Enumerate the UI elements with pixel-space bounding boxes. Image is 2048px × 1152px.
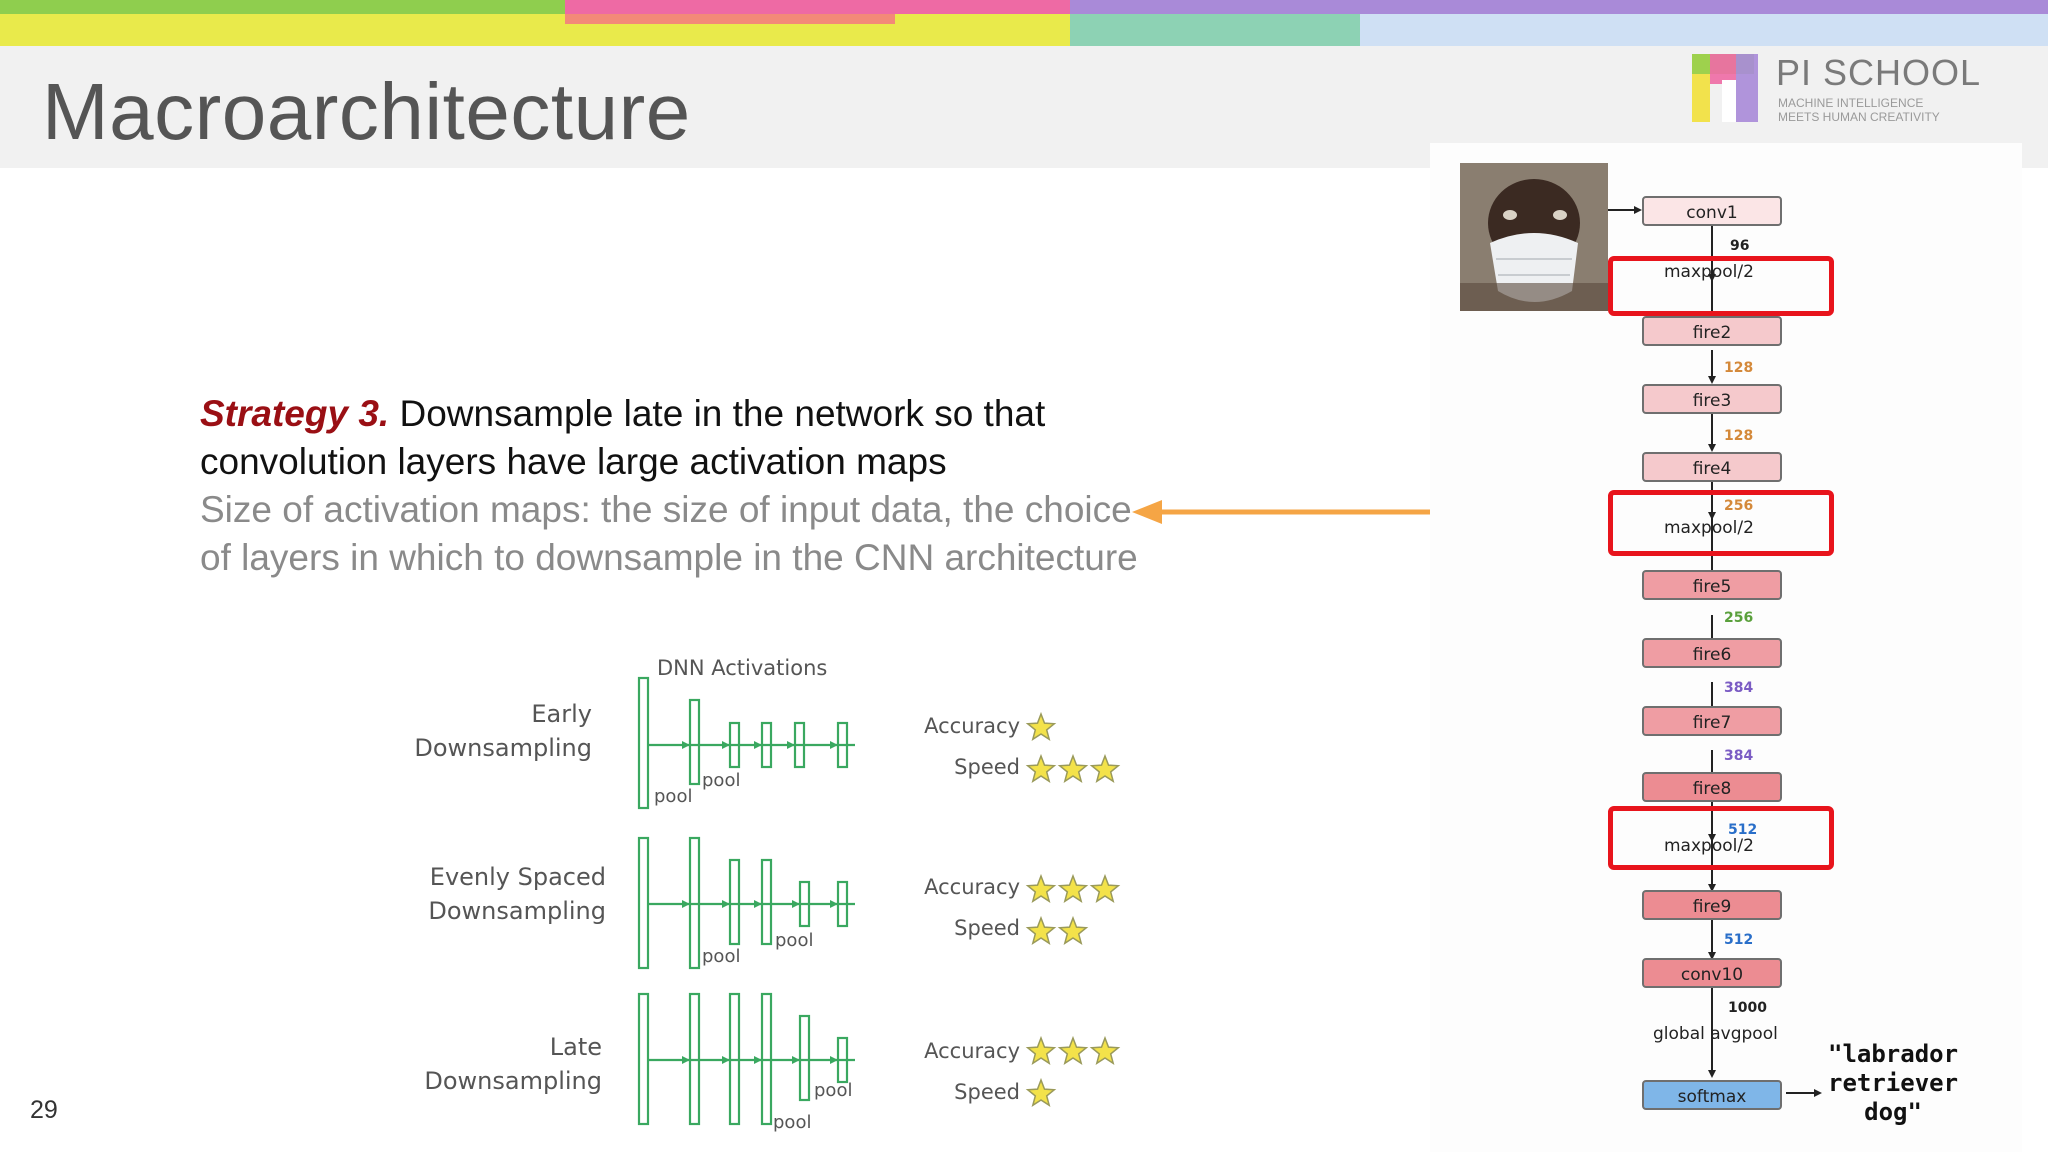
row-even-label-1: Evenly Spaced <box>429 863 606 891</box>
channel-count: 384 <box>1724 748 1754 764</box>
speed-star-icon <box>1025 915 1057 945</box>
row-early-label-1: Early <box>531 700 592 728</box>
node-fire7: fire7 <box>1642 706 1782 736</box>
slide-title: Macroarchitecture <box>42 67 691 156</box>
page-number: 29 <box>30 1096 58 1124</box>
accuracy-star-icon <box>1057 873 1089 903</box>
result-line-1: "labrador <box>1828 1040 1959 1068</box>
maxpool-highlight-3 <box>1608 806 1834 870</box>
activation-block <box>688 698 701 786</box>
result-line-3: dog" <box>1864 1098 1922 1126</box>
maxpool-label: maxpool/2 <box>1664 262 1754 282</box>
activation-block <box>637 836 650 970</box>
global-avgpool-label: global avgpool <box>1653 1024 1778 1044</box>
logo-tagline-1: MACHINE INTELLIGENCE <box>1778 96 1924 110</box>
accuracy-star-icon <box>1025 873 1057 903</box>
accuracy-label: Accuracy <box>924 714 1020 738</box>
activation-block <box>760 858 773 946</box>
result-line-2: retriever <box>1828 1069 1959 1097</box>
speed-label: Speed <box>954 916 1020 940</box>
accuracy-label: Accuracy <box>924 1039 1020 1063</box>
node-fire6: fire6 <box>1642 638 1782 668</box>
speed-label: Speed <box>954 755 1020 779</box>
strategy-description: Downsample late in the network so that c… <box>200 393 1046 482</box>
channel-count: 1000 <box>1728 1000 1767 1016</box>
node-fire5: fire5 <box>1642 570 1782 600</box>
channel-count: 512 <box>1728 822 1758 838</box>
node-fire4: fire4 <box>1642 452 1782 482</box>
accuracy-star-icon <box>1089 873 1121 903</box>
activation-block <box>637 992 650 1126</box>
accuracy-label: Accuracy <box>924 875 1020 899</box>
row-even-label: Evenly Spaced Downsampling <box>360 860 606 928</box>
strategy-text-block: Strategy 3. Downsample late in the netwo… <box>200 390 1160 582</box>
accuracy-star-icon <box>1025 1035 1057 1065</box>
channel-count: 128 <box>1724 428 1754 444</box>
classification-result: "labrador retriever dog" <box>1828 1040 1958 1127</box>
maxpool-label: maxpool/2 <box>1664 836 1754 856</box>
pool-label: pool <box>773 1112 812 1133</box>
channel-count: 96 <box>1730 238 1750 254</box>
pi-school-logo-icon <box>1692 54 1758 122</box>
row-early-label-2: Downsampling <box>414 734 592 762</box>
node-conv1: conv1 <box>1642 196 1782 226</box>
pi-school-logo: PI SCHOOL MACHINE INTELLIGENCE MEETS HUM… <box>1688 50 2028 130</box>
activation-block <box>728 858 741 946</box>
accuracy-star-icon <box>1025 711 1057 741</box>
pool-label: pool <box>814 1080 853 1101</box>
node-conv10: conv10 <box>1642 958 1782 988</box>
node-fire2: fire2 <box>1642 316 1782 346</box>
channel-count: 128 <box>1724 360 1754 376</box>
pool-label: pool <box>654 786 693 807</box>
node-fire9: fire9 <box>1642 890 1782 920</box>
star-ratings <box>1025 711 1121 1107</box>
logo-tagline: MACHINE INTELLIGENCE MEETS HUMAN CREATIV… <box>1778 96 1940 124</box>
node-softmax: softmax <box>1642 1080 1782 1110</box>
speed-star-icon <box>1057 753 1089 783</box>
channel-count: 256 <box>1724 498 1754 514</box>
input-dog-photo <box>1460 163 1608 311</box>
maxpool-highlight-2 <box>1608 490 1834 556</box>
maxpool-highlight-1 <box>1608 256 1834 316</box>
channel-count: 512 <box>1724 932 1754 948</box>
row-late-label: Late Downsampling <box>360 1030 602 1098</box>
logo-name: PI SCHOOL <box>1776 52 1982 93</box>
accuracy-star-icon <box>1057 1035 1089 1065</box>
speed-label: Speed <box>954 1080 1020 1104</box>
row-early-label: Early Downsampling <box>360 697 592 765</box>
pool-label: pool <box>775 930 814 951</box>
logo-tagline-2: MEETS HUMAN CREATIVITY <box>1778 110 1940 124</box>
maxpool-label: maxpool/2 <box>1664 518 1754 538</box>
speed-star-icon <box>1089 753 1121 783</box>
accuracy-star-icon <box>1089 1035 1121 1065</box>
pool-label: pool <box>702 770 741 791</box>
activation-block <box>637 676 650 810</box>
row-late-label-1: Late <box>549 1033 602 1061</box>
node-fire8: fire8 <box>1642 772 1782 802</box>
strategy-label: Strategy 3. <box>200 393 390 434</box>
activation-block <box>798 1014 811 1102</box>
pool-label: pool <box>702 946 741 967</box>
top-color-bar <box>0 0 2048 46</box>
dog-with-mask-image <box>1460 163 1608 311</box>
row-even-label-2: Downsampling <box>428 897 606 925</box>
strategy-detail: Size of activation maps: the size of inp… <box>200 489 1138 578</box>
node-fire3: fire3 <box>1642 384 1782 414</box>
speed-star-icon <box>1025 753 1057 783</box>
dnn-activations-title: DNN Activations <box>657 656 828 680</box>
dnn-activation-shapes <box>637 676 855 1126</box>
channel-count: 384 <box>1724 680 1754 696</box>
row-late-label-2: Downsampling <box>424 1067 602 1095</box>
channel-count: 256 <box>1724 610 1754 626</box>
speed-star-icon <box>1057 915 1089 945</box>
speed-star-icon <box>1025 1077 1057 1107</box>
